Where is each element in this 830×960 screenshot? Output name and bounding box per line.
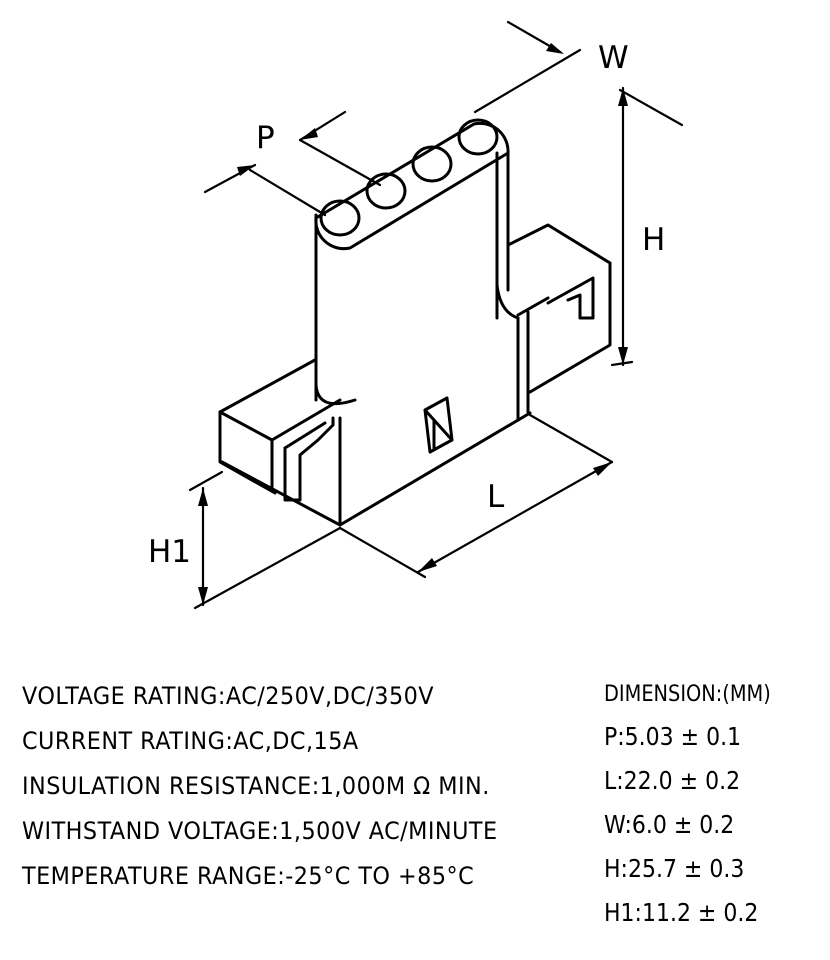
h1-arrow-top	[198, 488, 208, 506]
pin-hole-4	[457, 118, 499, 156]
dimension-list: P:5.03 ± 0.1 L:22.0 ± 0.2 W:6.0 ± 0.2 H:…	[604, 724, 819, 944]
dimension-w: W:6.0 ± 0.2	[604, 810, 735, 839]
housing-body-right-step	[495, 283, 520, 422]
w-extension-line-2	[618, 88, 684, 127]
spec-withstand-voltage: WITHSTAND VOLTAGE:1,500V AC/MINUTE	[22, 817, 498, 845]
l-extension-line-1	[338, 526, 427, 579]
base-bottom-front-edge	[338, 411, 532, 527]
left-latch-top	[218, 358, 317, 414]
h1-arrow-bottom	[198, 587, 208, 605]
w-extension-line-1	[473, 48, 582, 114]
h-arrow-top	[618, 88, 628, 106]
label-h1: H1	[148, 534, 191, 570]
l-arrow-right	[593, 462, 612, 476]
dimension-title: DIMENSION:(MM)	[604, 682, 771, 707]
housing-body-left-curve	[314, 383, 357, 406]
label-p: P	[256, 120, 275, 156]
dimension-labels: W P H L H1	[148, 40, 665, 570]
label-h: H	[642, 222, 665, 258]
housing-top-face	[314, 121, 510, 251]
p-arrow-left	[237, 165, 255, 176]
p-extension-line-2	[248, 168, 327, 217]
l-extension-line-2	[528, 413, 614, 464]
right-latch-inner	[516, 276, 595, 320]
left-latch-inner	[270, 416, 335, 502]
dimension-h: H:25.7 ± 0.3	[604, 854, 745, 883]
dimension-panel: DIMENSION:(MM) P:5.03 ± 0.1 L:22.0 ± 0.2…	[604, 684, 819, 944]
label-l: L	[487, 479, 505, 515]
right-latch-front	[528, 261, 612, 394]
connector-drawing: W P H L H1	[148, 20, 684, 610]
pin-hole-1	[319, 199, 361, 237]
p-extension-line-1	[298, 138, 382, 187]
specifications-list: VOLTAGE RATING:AC/250V,DC/350V CURRENT R…	[22, 684, 498, 909]
right-latch-slot	[516, 310, 530, 422]
l-arrow-left	[418, 558, 437, 572]
dimension-p: P:5.03 ± 0.1	[604, 722, 742, 751]
dimension-l: L:22.0 ± 0.2	[604, 766, 741, 795]
spec-voltage-rating: VOLTAGE RATING:AC/250V,DC/350V	[22, 682, 435, 710]
h1-extension-top	[188, 470, 224, 492]
body-window	[423, 396, 454, 454]
h-arrow-bottom	[618, 347, 628, 365]
left-latch-front	[218, 410, 277, 495]
h1-extension-bottom	[193, 526, 342, 610]
spec-insulation-resistance: INSULATION RESISTANCE:1,000M Ω MIN.	[22, 772, 490, 800]
right-latch-top	[506, 223, 612, 265]
spec-current-rating: CURRENT RATING:AC,DC,15A	[22, 727, 359, 755]
dimension-h1: H1:11.2 ± 0.2	[604, 898, 759, 927]
pin-hole-3	[411, 145, 453, 183]
left-latch-hook	[283, 421, 327, 450]
dimension-lines	[188, 20, 684, 610]
pin-hole-2	[365, 172, 407, 210]
label-w: W	[598, 40, 629, 76]
w-arrow	[546, 43, 564, 54]
p-arrow-right	[300, 128, 318, 140]
l-dimension-line	[416, 460, 614, 574]
spec-temperature-range: TEMPERATURE RANGE:-25°C TO +85°C	[22, 862, 475, 890]
connector-housing	[218, 118, 612, 527]
pin-holes	[319, 118, 499, 237]
h-extension-bottom	[610, 360, 634, 367]
